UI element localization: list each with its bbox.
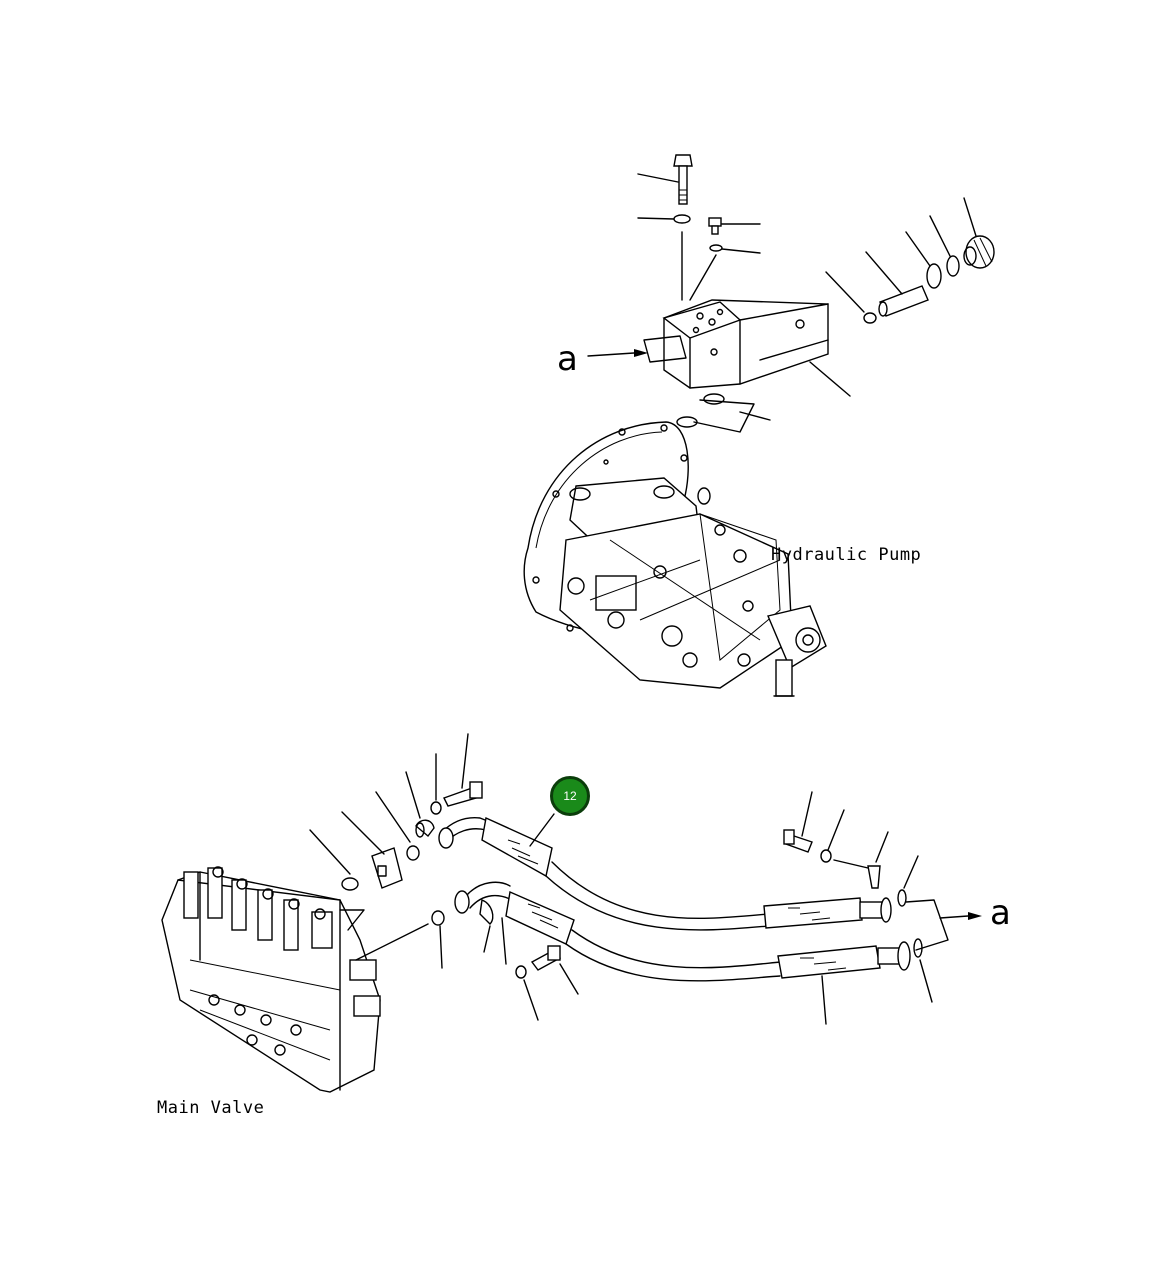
hose-lower — [454, 881, 911, 982]
oring-right-2 — [926, 263, 942, 289]
oring-right-3 — [946, 255, 960, 277]
bottom-orings — [676, 393, 755, 433]
main-valve-label: Main Valve — [157, 1098, 265, 1118]
leader-dash-2 — [689, 254, 717, 301]
reference-letter-right: a — [990, 893, 1011, 933]
leader-lines-lower — [309, 733, 933, 1025]
top-bolt — [673, 154, 693, 205]
oring-mv-2 — [406, 845, 420, 861]
bolt-3 — [783, 829, 813, 853]
arrow-a-right — [905, 899, 982, 951]
top-washer — [673, 214, 691, 224]
valve-block — [662, 299, 829, 389]
cylinder-part — [878, 285, 929, 317]
dash-leader — [355, 923, 429, 961]
hydraulic-pump — [523, 421, 827, 697]
plug-right — [963, 235, 995, 269]
small-plug — [708, 217, 722, 235]
flange-leader — [339, 909, 365, 931]
dash-r1 — [833, 859, 869, 869]
small-oring — [709, 244, 723, 252]
leader-lines-upper — [637, 173, 977, 421]
bolt-1 — [443, 781, 483, 807]
callout-12-button[interactable]: 12 — [550, 776, 590, 816]
oring-r1 — [897, 889, 907, 907]
washer-2 — [515, 965, 527, 979]
arrow-a-top — [587, 335, 687, 363]
oring-mv-1 — [341, 877, 359, 891]
washer-3 — [820, 849, 832, 863]
split-flange-3 — [867, 865, 881, 889]
split-flange-2 — [479, 899, 494, 925]
washer-1 — [430, 801, 442, 815]
reference-letter-top: a — [557, 339, 578, 379]
main-valve — [161, 866, 381, 1093]
hydraulic-pump-label: Hydraulic Pump — [771, 545, 922, 565]
split-flange-1 — [415, 819, 435, 838]
flange-block — [371, 847, 403, 889]
oring-right-1 — [863, 312, 877, 324]
bolt-2 — [530, 945, 562, 971]
hose-upper — [438, 816, 892, 931]
oring-mv-3 — [431, 910, 445, 926]
